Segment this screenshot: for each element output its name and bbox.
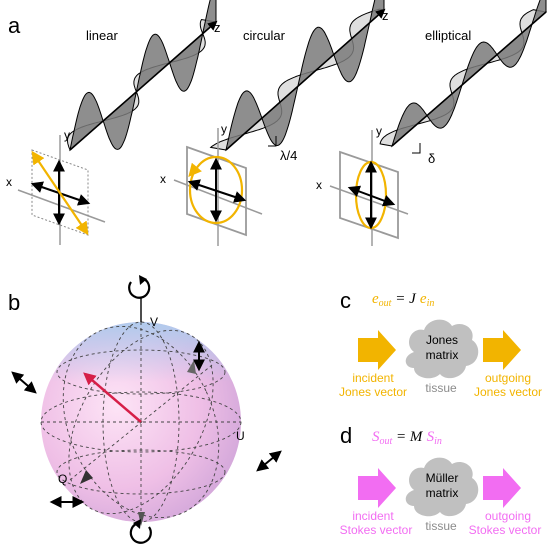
axis-x-elliptical: x bbox=[316, 178, 322, 192]
incident-vector-label-d: Stokes vector bbox=[340, 523, 413, 537]
panel-a-letter: a bbox=[8, 13, 21, 38]
jones-box-line2: matrix bbox=[426, 348, 459, 362]
jones-matrix-cloud bbox=[405, 319, 479, 379]
incident-label-d: incident bbox=[352, 509, 394, 523]
outgoing-vector-label-c: Jones vector bbox=[474, 385, 542, 399]
muller-equation: Sout = M Sin bbox=[372, 428, 442, 447]
muller-box-line1: Müller bbox=[426, 471, 459, 485]
outgoing-vector-label-d: Stokes vector bbox=[469, 523, 542, 537]
panel-d-letter: d bbox=[340, 423, 352, 448]
axis-x-linear: x bbox=[6, 175, 12, 189]
diagonal-linear-icon bbox=[11, 371, 37, 394]
wave-circular-component-b bbox=[209, 8, 386, 151]
delta-bracket bbox=[412, 143, 421, 154]
antidiagonal-linear-icon bbox=[256, 450, 282, 472]
u-label: U bbox=[236, 429, 245, 443]
wave-circular-component-a bbox=[225, 0, 385, 152]
quarter-wave-bracket bbox=[268, 136, 277, 147]
muller-matrix-cloud bbox=[405, 457, 479, 517]
axis-y-circular: y bbox=[221, 122, 227, 136]
incident-arrow-magenta bbox=[358, 468, 396, 508]
incident-vector-label-c: Jones vector bbox=[339, 385, 407, 399]
wave-axis-label-circular: z bbox=[382, 8, 389, 23]
jones-equation: eout = J ein bbox=[372, 290, 434, 309]
wave-elliptical-component-a bbox=[390, 0, 547, 148]
outgoing-label-d: outgoing bbox=[485, 509, 531, 523]
wave-linear-axis bbox=[69, 20, 218, 151]
tissue-label-c: tissue bbox=[425, 381, 457, 395]
wave-title-circular: circular bbox=[243, 28, 286, 43]
jones-box-line1: Jones bbox=[426, 333, 458, 347]
outgoing-arrow-yellow bbox=[483, 330, 521, 370]
poincare-sphere bbox=[40, 321, 242, 526]
tissue-label-d: tissue bbox=[425, 519, 457, 533]
axis-x-circular: x bbox=[160, 172, 166, 186]
incident-arrow-yellow bbox=[358, 330, 396, 370]
wave-title-elliptical: elliptical bbox=[425, 28, 471, 43]
v-label: V bbox=[150, 315, 158, 329]
wave-linear-component-a bbox=[69, 0, 217, 152]
elliptical-polarization-frame bbox=[329, 130, 409, 246]
panel-c-letter: c bbox=[340, 288, 351, 313]
outgoing-arrow-magenta bbox=[483, 468, 521, 508]
incident-label-c: incident bbox=[352, 371, 394, 385]
panel-b-letter: b bbox=[8, 290, 20, 315]
wave-elliptical-axis bbox=[391, 11, 547, 147]
linear-polarization-frame bbox=[17, 135, 106, 245]
wave-group bbox=[67, 0, 548, 152]
wave-title-linear: linear bbox=[86, 28, 118, 43]
q-label: Q bbox=[58, 472, 67, 486]
circular-polarization-frame bbox=[173, 128, 263, 246]
wave-circular-axis bbox=[225, 8, 386, 151]
circular-arrow-top-icon bbox=[128, 275, 151, 299]
wave-axis-label-linear: z bbox=[214, 20, 221, 35]
axis-y-linear: y bbox=[64, 128, 70, 142]
circular-arrow-bottom-icon bbox=[129, 519, 152, 544]
muller-box-line2: matrix bbox=[426, 486, 459, 500]
outgoing-label-c: outgoing bbox=[485, 371, 531, 385]
quarter-wave-label: λ/4 bbox=[280, 148, 297, 163]
delta-label: δ bbox=[428, 151, 435, 166]
axis-y-elliptical: y bbox=[376, 124, 382, 138]
